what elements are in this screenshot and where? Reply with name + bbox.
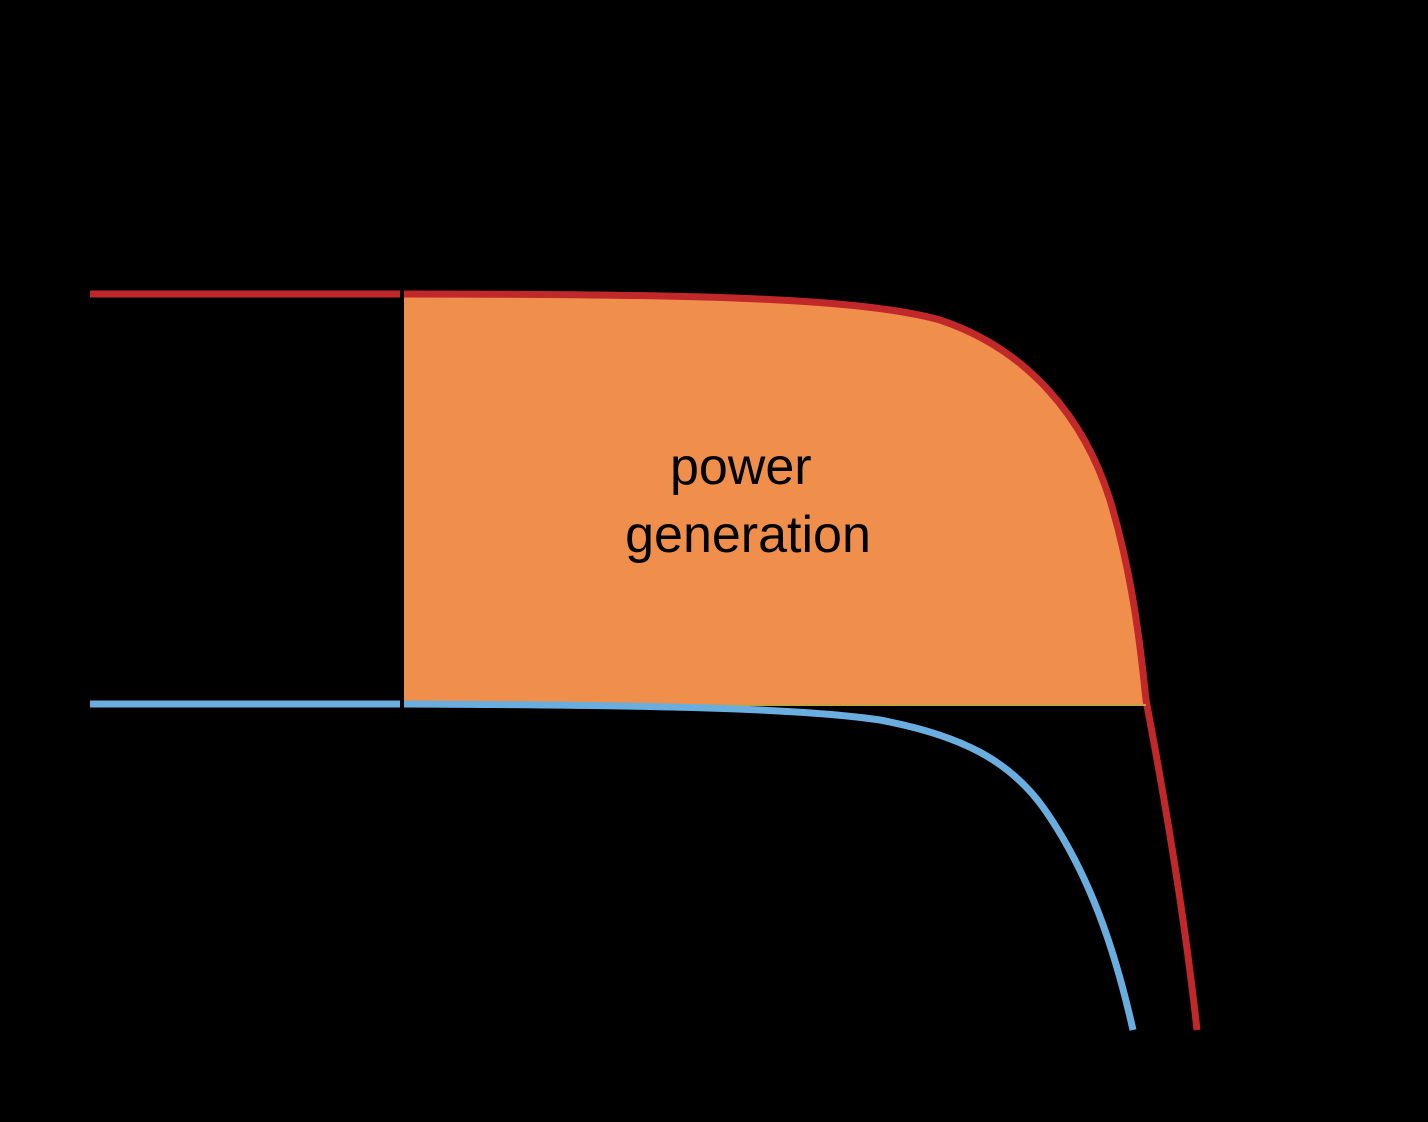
lower-curve — [403, 700, 1137, 1031]
region-label-line-1: power — [670, 438, 812, 496]
power-generation-region — [404, 296, 1146, 704]
region-label: power generation — [625, 438, 871, 564]
upper-curve — [403, 290, 1201, 1031]
region-label-line-2: generation — [625, 506, 871, 564]
